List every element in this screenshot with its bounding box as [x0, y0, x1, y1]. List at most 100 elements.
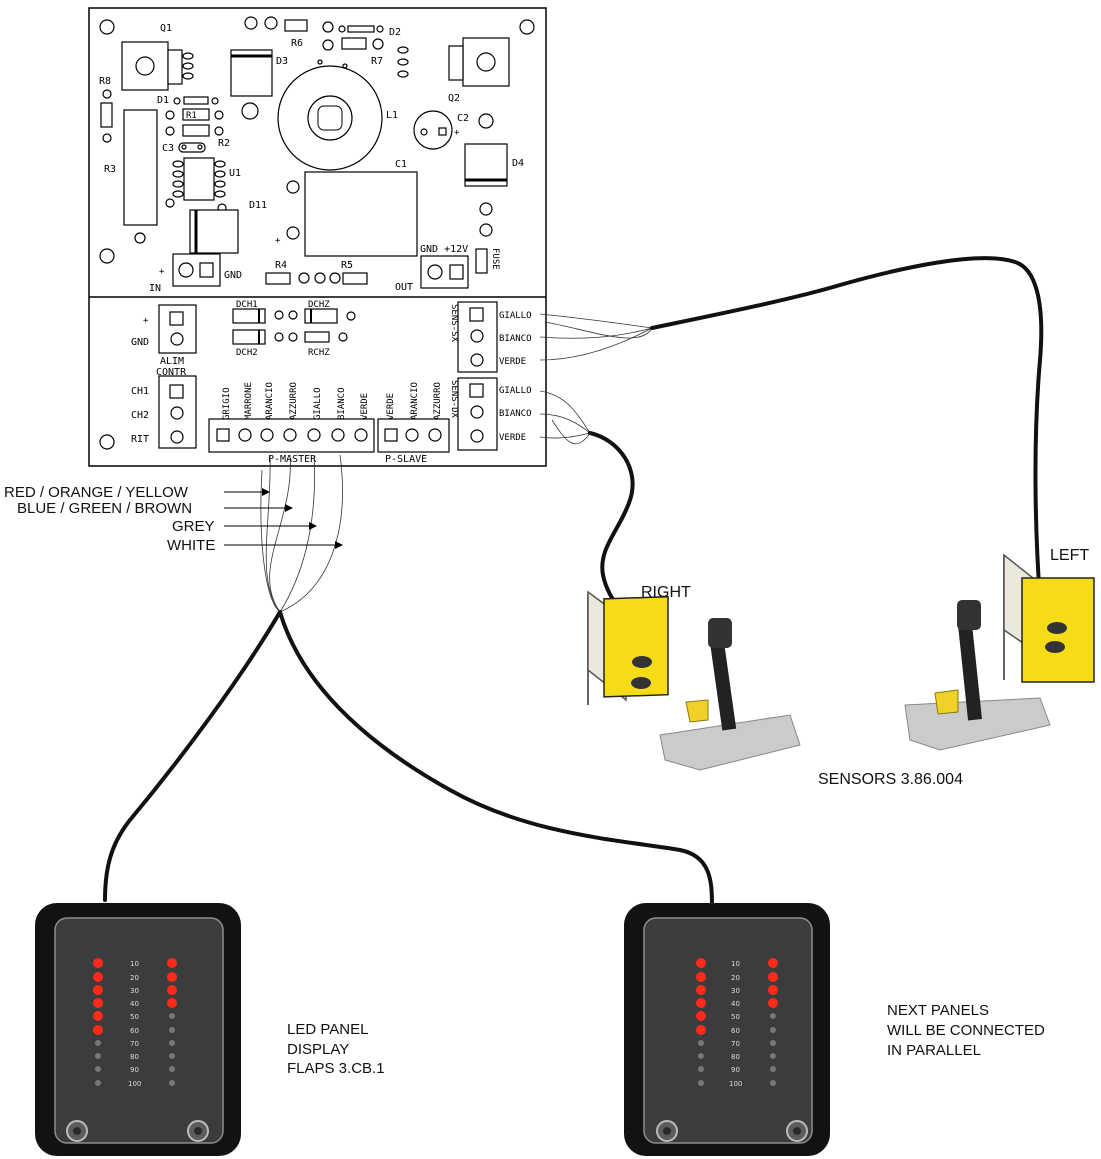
- panel-1-caption: LED PANEL: [287, 1021, 368, 1038]
- svg-text:50: 50: [731, 1013, 740, 1021]
- ch2-label: CH2: [131, 410, 149, 421]
- component-r8: [100, 102, 113, 128]
- legend-grey: GREY: [172, 518, 215, 535]
- left-sensor: LEFT: [904, 547, 1095, 751]
- alim-label: ALIM: [160, 356, 184, 367]
- pin-label: BIANCO: [337, 387, 347, 420]
- svg-text:80: 80: [731, 1053, 740, 1061]
- dch2-label: DCH2: [236, 348, 258, 358]
- r1-label: R1: [186, 111, 197, 121]
- component-fuse: [475, 248, 488, 274]
- component-r4: [265, 272, 291, 285]
- sens-sx-label: SENS-SX: [449, 304, 459, 343]
- component-d1: [183, 96, 209, 105]
- sx-pin-label: BIANCO: [499, 334, 532, 344]
- component-d2: [347, 25, 375, 33]
- svg-text:+: +: [275, 236, 281, 246]
- r6-label: R6: [291, 38, 303, 49]
- component-r3: [123, 109, 158, 226]
- l1-label: L1: [386, 110, 398, 121]
- p-slave-label: P-SLAVE: [385, 454, 427, 465]
- panel-2-cable: [278, 610, 714, 907]
- dchz-label: DCHZ: [308, 300, 330, 310]
- legend-blue-green-brown: BLUE / GREEN / BROWN: [17, 500, 192, 517]
- r7-label: R7: [371, 56, 383, 67]
- svg-text:+: +: [143, 316, 149, 326]
- arrow-icon: [335, 541, 343, 549]
- c2-label: C2: [457, 113, 469, 124]
- pin-label: VERDE: [386, 393, 396, 420]
- dx-pin-label: VERDE: [499, 433, 526, 443]
- mounting-hole: [519, 19, 535, 35]
- svg-text:90: 90: [731, 1066, 740, 1074]
- component-r5: [342, 272, 368, 285]
- svg-text:+: +: [454, 128, 460, 138]
- svg-text:30: 30: [731, 987, 740, 995]
- control-board: Q1 Q2 D3 R6 D2 R7: [88, 7, 547, 467]
- r5-label: R5: [341, 260, 353, 271]
- rchz-label: RCHZ: [308, 348, 330, 358]
- svg-text:100: 100: [128, 1080, 141, 1088]
- out-label: OUT: [395, 282, 413, 293]
- component-c2: C2 +: [413, 110, 469, 150]
- wire-color-legend: RED / ORANGE / YELLOW BLUE / GREEN / BRO…: [4, 484, 343, 554]
- r4-label: R4: [275, 260, 287, 271]
- led-scale: 10 20 30 40 50 60 70 80 90 100: [128, 960, 141, 1088]
- led-panel-2: 10 20 30 40 50 60 70 80 90 100: [624, 903, 830, 1156]
- component-d11: [189, 209, 239, 254]
- contr-label: CONTR: [156, 367, 187, 378]
- sens-dx-label: SENS-DX: [449, 380, 459, 419]
- pin-label: AZZURRO: [433, 382, 443, 420]
- pin-label: MARRONE: [244, 382, 254, 420]
- panel-1-caption: DISPLAY: [287, 1041, 349, 1058]
- d2-label: D2: [389, 27, 401, 38]
- dch1-label: DCH1: [236, 300, 258, 310]
- d11-label: D11: [249, 200, 267, 211]
- d1-label: D1: [157, 95, 169, 106]
- mounting-hole: [99, 19, 115, 35]
- in-label: IN: [149, 283, 161, 294]
- p-master-label: P-MASTER: [268, 454, 317, 465]
- led-scale: 10 20 30 40 50 60 70 80 90 100: [729, 960, 742, 1088]
- svg-text:60: 60: [731, 1027, 740, 1035]
- d4-label: D4: [512, 158, 524, 169]
- r3-label: R3: [104, 164, 116, 175]
- q2-label: Q2: [448, 93, 460, 104]
- panel-1-cable: [103, 610, 282, 902]
- svg-text:80: 80: [130, 1053, 139, 1061]
- pin-label: ARANCIO: [410, 382, 420, 420]
- component-q2: Q2: [397, 37, 510, 104]
- sx-pin-label: GIALLO: [499, 311, 532, 321]
- right-sensor: RIGHT: [587, 584, 801, 771]
- panel-1-caption: FLAPS 3.CB.1: [287, 1060, 385, 1077]
- rit-label: RIT: [131, 434, 149, 445]
- d3-label: D3: [276, 56, 288, 67]
- arrow-icon: [262, 488, 270, 496]
- led-panel-1: 10 20 30 40 50 60 70 80 90 100: [35, 903, 241, 1156]
- u1-label: U1: [229, 168, 241, 179]
- component-c1: [304, 171, 418, 257]
- component-r6: [284, 19, 308, 32]
- svg-text:+: +: [159, 267, 165, 277]
- svg-text:20: 20: [731, 974, 740, 982]
- led-column-right: [768, 958, 778, 1086]
- arrow-icon: [285, 504, 293, 512]
- dx-pin-label: GIALLO: [499, 386, 532, 396]
- mounting-hole: [99, 434, 115, 450]
- mounting-hole: [99, 248, 115, 264]
- left-sensor-label: LEFT: [1050, 547, 1089, 564]
- c3-label: C3: [162, 143, 174, 154]
- component-r1: [182, 108, 210, 121]
- dx-pin-label: BIANCO: [499, 409, 532, 419]
- legend-red-orange-yellow: RED / ORANGE / YELLOW: [4, 484, 189, 501]
- fuse-label: FUSE: [490, 248, 500, 270]
- legend-white: WHITE: [167, 537, 215, 554]
- led-column-right: [167, 958, 177, 1086]
- pin-label: AZZURRO: [289, 382, 299, 420]
- wires: [103, 256, 1044, 907]
- pin-label: GRIGIO: [222, 387, 232, 420]
- svg-text:50: 50: [130, 1013, 139, 1021]
- gnd-in-label: GND: [224, 270, 242, 281]
